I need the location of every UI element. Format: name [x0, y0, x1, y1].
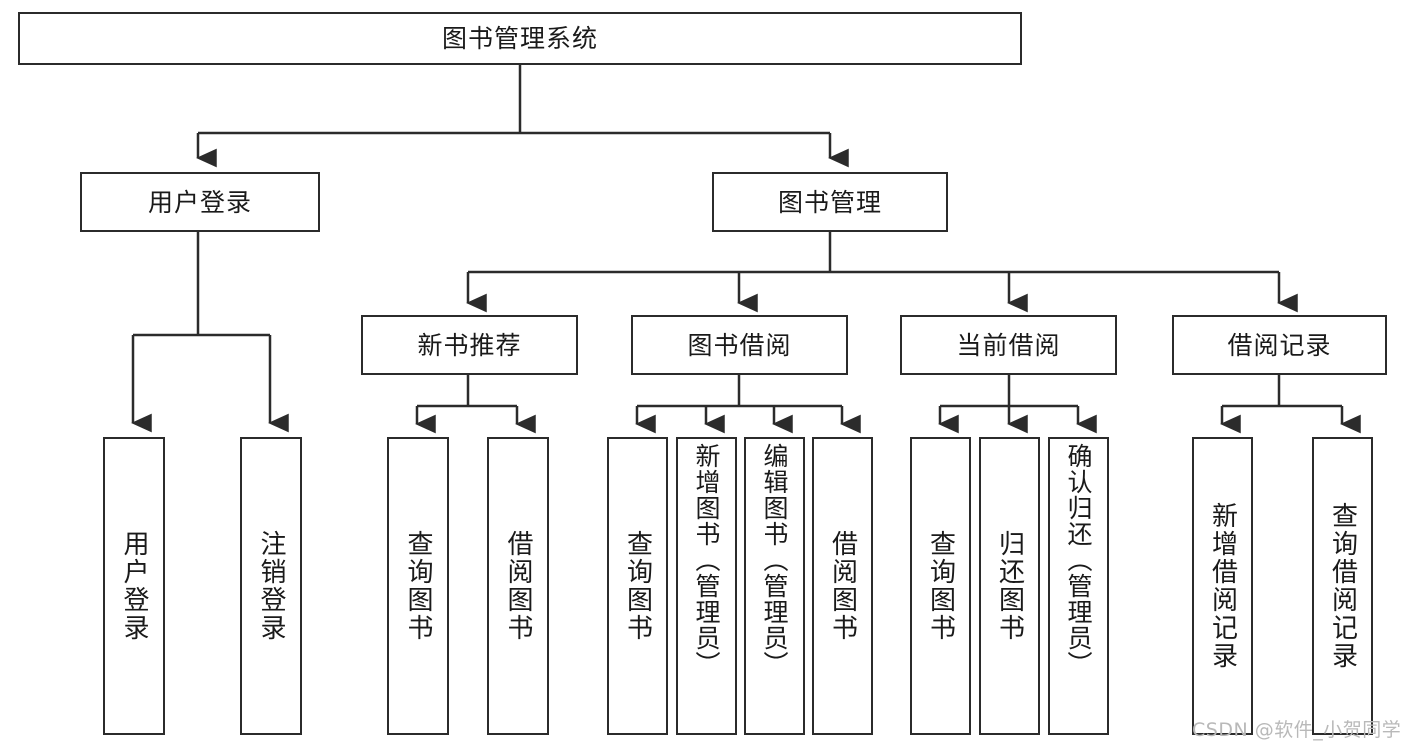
leaf-recommend-query-book[interactable]: 查询图书: [387, 437, 449, 735]
leaf-borrow-query-book[interactable]: 查询图书: [607, 437, 668, 735]
node-label: 图书管理系统: [441, 24, 598, 53]
node-label: 注销登录: [256, 530, 287, 642]
node-label: 用户登录: [119, 530, 150, 642]
node-label: 查询图书: [622, 530, 653, 642]
leaf-recommend-borrow-book[interactable]: 借阅图书: [487, 437, 549, 735]
leaf-record-query-record[interactable]: 查询借阅记录: [1312, 437, 1373, 735]
node-label: 借阅图书: [503, 530, 534, 642]
leaf-user-login-signout[interactable]: 注销登录: [240, 437, 302, 735]
csdn-watermark: CSDN @软件_小贺同学: [1192, 719, 1402, 741]
node-label: 图书借阅: [687, 330, 792, 360]
leaf-borrow-edit-book-admin[interactable]: 编辑图书（管理员）: [744, 437, 805, 735]
leaf-record-add-record[interactable]: 新增借阅记录: [1192, 437, 1253, 735]
leaf-borrow-borrow-book[interactable]: 借阅图书: [812, 437, 873, 735]
node-current-borrow[interactable]: 当前借阅: [900, 315, 1117, 375]
node-label: 用户登录: [147, 187, 252, 217]
leaf-current-return-book[interactable]: 归还图书: [979, 437, 1040, 735]
node-borrow-record[interactable]: 借阅记录: [1172, 315, 1387, 375]
node-user-login[interactable]: 用户登录: [80, 172, 320, 232]
node-label: 查询图书: [925, 530, 956, 642]
leaf-current-confirm-return-admin[interactable]: 确认归还（管理员）: [1048, 437, 1109, 735]
node-label: 新增图书（管理员）: [692, 443, 721, 677]
node-label: 新增借阅记录: [1207, 502, 1238, 670]
node-label: 借阅图书: [827, 530, 858, 642]
node-new-book-recommend[interactable]: 新书推荐: [361, 315, 578, 375]
node-label: 新书推荐: [417, 330, 522, 360]
node-label: 图书管理: [777, 187, 882, 217]
node-book-management[interactable]: 图书管理: [712, 172, 948, 232]
node-label: 查询图书: [403, 530, 434, 642]
node-label: 编辑图书（管理员）: [760, 443, 789, 677]
node-book-borrow[interactable]: 图书借阅: [631, 315, 848, 375]
leaf-current-query-book[interactable]: 查询图书: [910, 437, 971, 735]
node-root-system[interactable]: 图书管理系统: [18, 12, 1022, 65]
leaf-borrow-add-book-admin[interactable]: 新增图书（管理员）: [676, 437, 737, 735]
leaf-user-login-signin[interactable]: 用户登录: [103, 437, 165, 735]
node-label: 归还图书: [994, 530, 1025, 642]
node-label: 确认归还（管理员）: [1064, 443, 1093, 677]
node-label: 借阅记录: [1227, 330, 1332, 360]
node-label: 查询借阅记录: [1327, 502, 1358, 670]
node-label: 当前借阅: [956, 330, 1061, 360]
